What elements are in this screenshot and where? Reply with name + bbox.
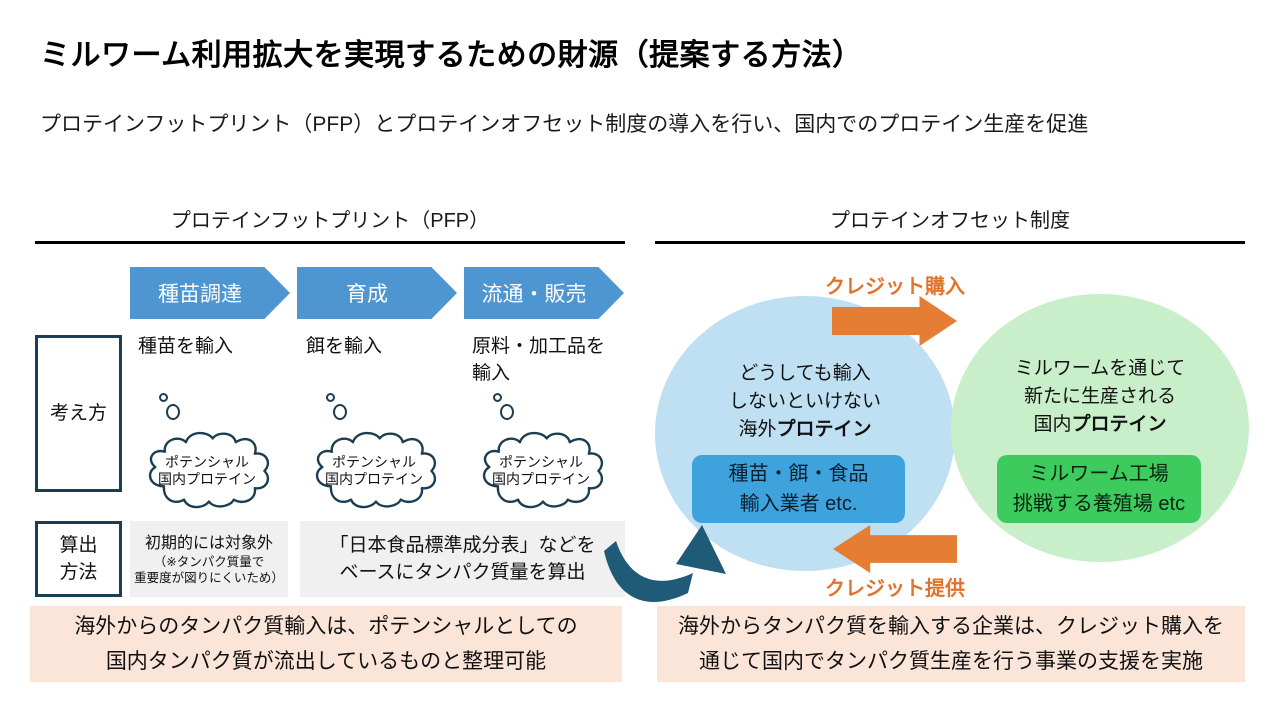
chevron-seedling-procurement: 種苗調達 xyxy=(130,267,290,319)
cloud-text: ポテンシャル 国内プロテイン xyxy=(492,454,590,487)
credit-buy-label: クレジット購入 xyxy=(825,276,965,298)
calc-method-line1: 「日本食品標準成分表」などを xyxy=(329,535,596,556)
section-underline-pfp xyxy=(35,241,625,244)
row-label-concept-text: 考え方 xyxy=(49,403,107,424)
thought-cloud-icon: ポテンシャル 国内プロテイン xyxy=(140,428,274,510)
cloud-text: ポテンシャル 国内プロテイン xyxy=(325,454,423,487)
overseas-protein-circle xyxy=(655,296,955,571)
import-text-col3: 原料・加工品を 輸入 xyxy=(472,333,647,387)
import-text-col3-line2: 輸入 xyxy=(472,363,511,384)
pfp-summary-line1: 海外からのタンパク質輸入は、ポテンシャルとしての xyxy=(74,615,578,638)
section-header-pfp: プロテインフットプリント（PFP） xyxy=(170,209,490,232)
credit-provide-label: クレジット提供 xyxy=(825,578,965,600)
cloud-outline-icon xyxy=(315,431,436,509)
importers-box-line1: 種苗・餌・食品 xyxy=(728,463,869,485)
calc-excluded-note-line1: （※タンパク質量で xyxy=(153,554,265,569)
row-label-calculation: 算出 方法 xyxy=(35,521,122,597)
calc-method-line2: ベースにタンパク質量を算出 xyxy=(339,562,586,583)
page-subtitle: プロテインフットプリント（PFP）とプロテインオフセット制度の導入を行い、国内で… xyxy=(40,113,1089,136)
curved-connector-arrow-icon xyxy=(604,525,726,602)
pfp-summary-box: 海外からのタンパク質輸入は、ポテンシャルとしての 国内タンパク質が流出しているも… xyxy=(30,606,622,682)
thought-bubble-large-icon xyxy=(333,404,347,420)
importers-box-line2: 輸入業者 etc. xyxy=(739,493,858,515)
overseas-em: プロテイン xyxy=(776,419,872,440)
producers-box-line2: 挑戦する養殖場 etc xyxy=(1012,493,1186,515)
cloud-outline-icon xyxy=(148,431,269,509)
calc-excluded-main: 初期的には対象外 xyxy=(144,534,273,552)
overseas-protein-text: どうしても輸入 しないといけない 海外プロテイン xyxy=(728,363,881,440)
producers-box-line1: ミルワーム工場 xyxy=(1029,463,1169,485)
calc-excluded-box: 初期的には対象外 （※タンパク質量で 重要度が図りにくいため） xyxy=(130,521,288,597)
calc-excluded-note-line2: 重要度が図りにくいため） xyxy=(134,570,284,585)
calc-method-box: 「日本食品標準成分表」などを ベースにタンパク質量を算出 xyxy=(300,521,625,597)
domestic-em: プロテイン xyxy=(1071,414,1167,435)
row-label-calculation-line1: 算出 xyxy=(59,535,98,556)
chevron-distribution-sales: 流通・販売 xyxy=(464,267,624,319)
import-text-col1: 種苗を輸入 xyxy=(138,336,234,357)
import-text-col3-line1: 原料・加工品を xyxy=(472,336,606,357)
chevron-growing: 育成 xyxy=(297,267,457,319)
thought-bubble-small-icon xyxy=(326,393,335,402)
thought-bubble-small-icon xyxy=(159,393,168,402)
page-title: ミルワーム利用拡大を実現するための財源（提案する方法） xyxy=(40,39,863,72)
thought-bubble-small-icon xyxy=(493,393,502,402)
cloud-outline-icon xyxy=(482,431,603,509)
offset-summary-line1: 海外からタンパク質を輸入する企業は、クレジット購入を xyxy=(678,615,1224,638)
row-label-calculation-line2: 方法 xyxy=(59,562,98,583)
section-header-offset: プロテインオフセット制度 xyxy=(830,209,1070,232)
row-label-concept: 考え方 xyxy=(35,335,122,492)
domestic-protein-text: ミルワームを通じて 新たに生産される 国内プロテイン xyxy=(1014,358,1186,435)
pfp-summary-line2: 国内タンパク質が流出しているものと整理可能 xyxy=(105,650,547,673)
domestic-em-prefix: 国内 xyxy=(1033,414,1072,435)
thought-bubble-large-icon xyxy=(500,404,514,420)
section-underline-offset xyxy=(655,241,1245,244)
thought-cloud-icon: ポテンシャル 国内プロテイン xyxy=(474,428,608,510)
offset-summary-box: 海外からタンパク質を輸入する企業は、クレジット購入を 通じて国内でタンパク質生産… xyxy=(657,606,1245,682)
cloud-text: ポテンシャル 国内プロテイン xyxy=(158,454,256,487)
producers-box: ミルワーム工場 挑戦する養殖場 etc xyxy=(997,455,1201,523)
import-text-col2: 餌を輸入 xyxy=(306,336,383,357)
offset-summary-line2: 通じて国内でタンパク質生産を行う事業の支援を実施 xyxy=(699,650,1203,673)
thought-bubble-large-icon xyxy=(166,404,180,420)
thought-cloud-icon: ポテンシャル 国内プロテイン xyxy=(307,428,441,510)
importers-box: 種苗・餌・食品 輸入業者 etc. xyxy=(692,455,905,523)
overseas-em-prefix: 海外 xyxy=(738,419,777,440)
